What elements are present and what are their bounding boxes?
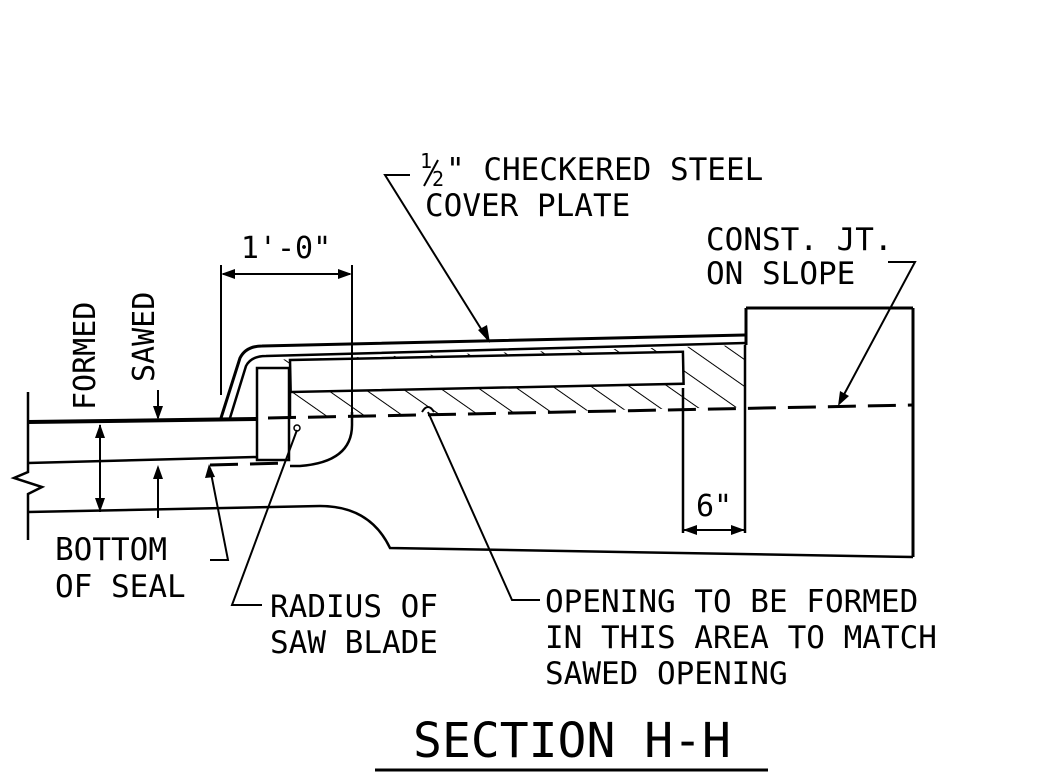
svg-text:" CHECKERED STEEL: " CHECKERED STEEL	[446, 152, 763, 188]
sawed-label: SAWED	[127, 292, 162, 382]
opening-line2: IN THIS AREA TO MATCH	[545, 620, 937, 656]
bottom-seal-line1: BOTTOM	[55, 532, 167, 568]
svg-text:COVER PLATE: COVER PLATE	[425, 188, 630, 224]
leaders	[205, 174, 917, 606]
svg-text:1: 1	[420, 149, 432, 173]
const-joint-line	[209, 461, 291, 467]
const-jt-line2: ON SLOPE	[706, 256, 855, 292]
bottom-seal-line2: OF SEAL	[55, 569, 186, 605]
const-jt-line1: CONST. JT.	[706, 222, 893, 258]
support-bar	[288, 350, 685, 394]
dimension-1ft: 1'-0"	[220, 231, 353, 425]
opening-line3: SAWED OPENING	[545, 656, 788, 692]
cover-plate	[219, 333, 746, 419]
opening-line1: OPENING TO BE FORMED	[545, 584, 918, 620]
section-title: SECTION H-H	[413, 713, 731, 769]
formed-label: FORMED	[68, 302, 103, 410]
radius-line1: RADIUS OF	[270, 589, 438, 625]
svg-text:2: 2	[432, 167, 444, 191]
seal-depth-arrows	[95, 390, 163, 518]
seal-post	[255, 366, 291, 462]
slab-outline	[10, 306, 915, 559]
saw-cut-curve	[290, 412, 354, 468]
dim-top-label: 1'-0"	[241, 231, 331, 266]
dim-bottom-label: 6"	[696, 489, 732, 524]
radius-line2: SAW BLADE	[270, 625, 438, 661]
dimension-6in: 6"	[683, 489, 745, 535]
cover-plate-label: 1 2 " CHECKERED STEEL COVER PLATE	[420, 149, 763, 224]
